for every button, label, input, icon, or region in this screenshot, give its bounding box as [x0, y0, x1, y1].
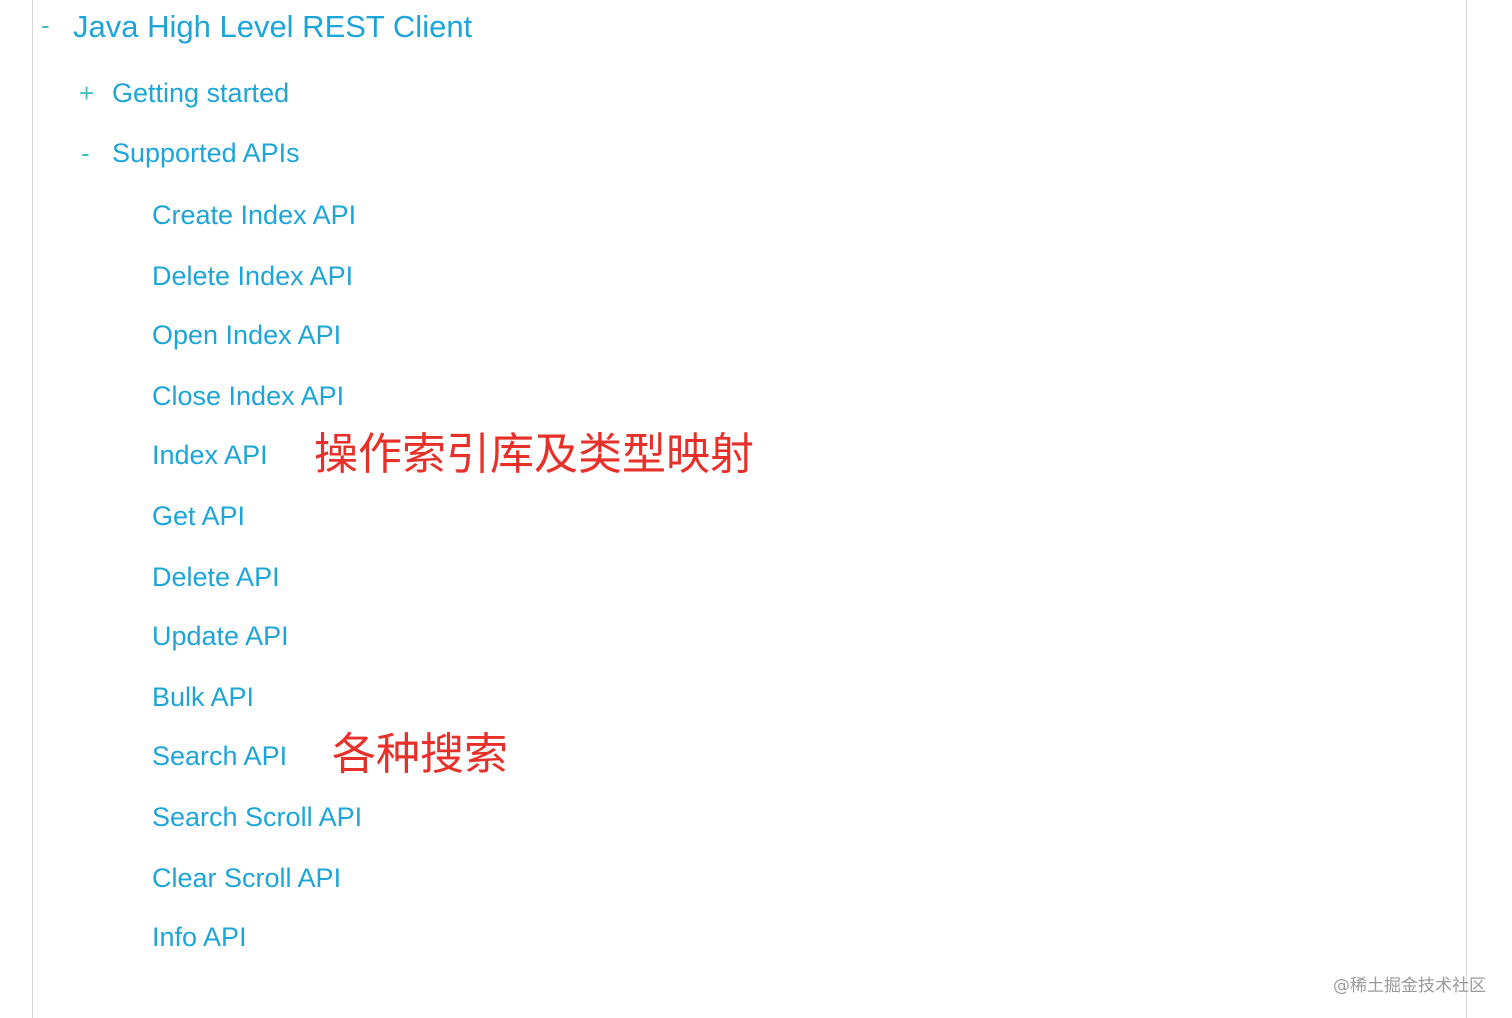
content-left-border — [32, 0, 33, 1018]
nav-link-supported-apis[interactable]: Supported APIs — [112, 138, 300, 168]
collapse-toggle-supported-apis[interactable]: - — [81, 138, 90, 168]
nav-link-info-api[interactable]: Info API — [152, 922, 247, 952]
nav-link-search-api[interactable]: Search API — [152, 741, 288, 771]
nav-link-delete-api[interactable]: Delete API — [152, 562, 280, 592]
nav-link-index-api[interactable]: Index API — [152, 440, 268, 470]
nav-link-open-index-api[interactable]: Open Index API — [152, 320, 342, 350]
watermark-text: @稀土掘金技术社区 — [1333, 976, 1486, 996]
nav-link-clear-scroll-api[interactable]: Clear Scroll API — [152, 863, 342, 893]
nav-link-get-api[interactable]: Get API — [152, 501, 246, 531]
nav-link-getting-started[interactable]: Getting started — [112, 78, 290, 108]
expand-toggle-getting-started[interactable]: + — [79, 78, 95, 108]
nav-link-close-index-api[interactable]: Close Index API — [152, 381, 345, 411]
nav-link-update-api[interactable]: Update API — [152, 621, 289, 651]
nav-link-search-scroll-api[interactable]: Search Scroll API — [152, 802, 363, 832]
annotation-index-operations: 操作索引库及类型映射 — [314, 429, 754, 480]
content-right-border — [1466, 0, 1467, 1018]
collapse-toggle-root[interactable]: - — [41, 10, 50, 40]
nav-link-java-high-level-rest-client[interactable]: Java High Level REST Client — [73, 9, 473, 44]
nav-link-create-index-api[interactable]: Create Index API — [152, 200, 357, 230]
nav-link-delete-index-api[interactable]: Delete Index API — [152, 261, 354, 291]
annotation-search-operations: 各种搜索 — [332, 729, 508, 780]
nav-link-bulk-api[interactable]: Bulk API — [152, 682, 255, 712]
